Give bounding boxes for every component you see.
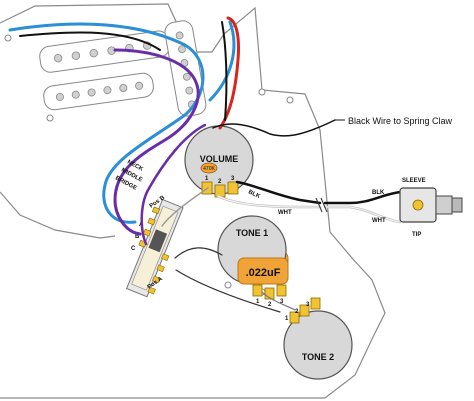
tone2-pot: TONE 2 bbox=[283, 297, 353, 380]
wire-black-neck bbox=[19, 31, 161, 51]
lug-number: 1 bbox=[205, 176, 209, 182]
lug-number: 1 bbox=[256, 299, 260, 305]
lug-number: 3 bbox=[306, 302, 310, 308]
switch-letter: C bbox=[131, 246, 136, 252]
wire-switch-to-tone1 bbox=[174, 247, 223, 259]
neck-pickup bbox=[39, 30, 171, 73]
wire-ground-tone bbox=[261, 291, 296, 311]
wire-white-jack-side-inner bbox=[324, 206, 401, 223]
volume-lug-2 bbox=[214, 184, 226, 198]
volume-lug-3 bbox=[227, 181, 239, 195]
lug-numbers: 1 2 3 1 2 3 1 2 3 bbox=[205, 176, 310, 322]
wire-label-blk-jack: BLK bbox=[372, 190, 385, 196]
resistor: 470K bbox=[200, 162, 218, 174]
lug-number: 2 bbox=[218, 179, 222, 185]
wire-red-bridge bbox=[218, 16, 240, 130]
five-way-switch bbox=[125, 198, 184, 298]
wire-blue-neck bbox=[8, 22, 205, 224]
wire-white-to-jack-inner bbox=[217, 195, 321, 208]
tone2-label: TONE 2 bbox=[302, 352, 334, 362]
wire-black-jack-side bbox=[323, 190, 402, 205]
lug-number: 3 bbox=[280, 299, 284, 305]
wire-black-to-jack bbox=[235, 180, 322, 205]
tone1-lug-1 bbox=[252, 284, 263, 297]
jack-label-tip: TIP bbox=[412, 232, 421, 238]
jack-label-sleeve: SLEEVE bbox=[402, 178, 426, 184]
capacitor-value-front: .022uF bbox=[246, 267, 281, 279]
wire-break-marks bbox=[315, 197, 328, 213]
callout-text: Black Wire to Spring Claw bbox=[348, 116, 453, 126]
wire-black-spring-claw bbox=[212, 119, 336, 137]
tone2-lug-2 bbox=[299, 304, 310, 317]
wire-switch-to-tone2 bbox=[175, 269, 281, 313]
wire-label-wht-jack: WHT bbox=[372, 218, 386, 224]
capacitor-front: .022uF bbox=[237, 257, 289, 285]
volume-label: VOLUME bbox=[200, 154, 239, 164]
wire-volume-to-switch bbox=[161, 187, 209, 227]
lug-number: 1 bbox=[285, 316, 289, 322]
tone1-lug-3 bbox=[276, 284, 287, 297]
wire-blue-neck-2 bbox=[208, 20, 236, 102]
output-jack bbox=[399, 187, 463, 223]
middle-pickup bbox=[43, 72, 154, 111]
volume-pot: VOLUME bbox=[184, 125, 254, 198]
tone1-lug-2 bbox=[264, 287, 275, 300]
wire-bridge-to-switch bbox=[140, 123, 207, 246]
tone1-label: TONE 1 bbox=[236, 228, 268, 238]
lug-number: 2 bbox=[268, 302, 272, 308]
wire-label-blk-pot: BLK bbox=[247, 189, 261, 200]
wires bbox=[8, 16, 402, 313]
resistor-value: 470K bbox=[203, 166, 215, 172]
lug-number: 3 bbox=[231, 176, 235, 182]
tone2-lug-1 bbox=[289, 311, 300, 324]
wire-black-bridge bbox=[221, 21, 228, 121]
pickguard-inner-edge bbox=[0, 191, 116, 239]
wire-purple-middle bbox=[113, 48, 200, 236]
switch-letter: B bbox=[135, 234, 140, 240]
tone2-lug-3 bbox=[310, 297, 321, 310]
wire-label-wht-pot: WHT bbox=[278, 210, 292, 216]
lug-number: 2 bbox=[295, 309, 299, 315]
